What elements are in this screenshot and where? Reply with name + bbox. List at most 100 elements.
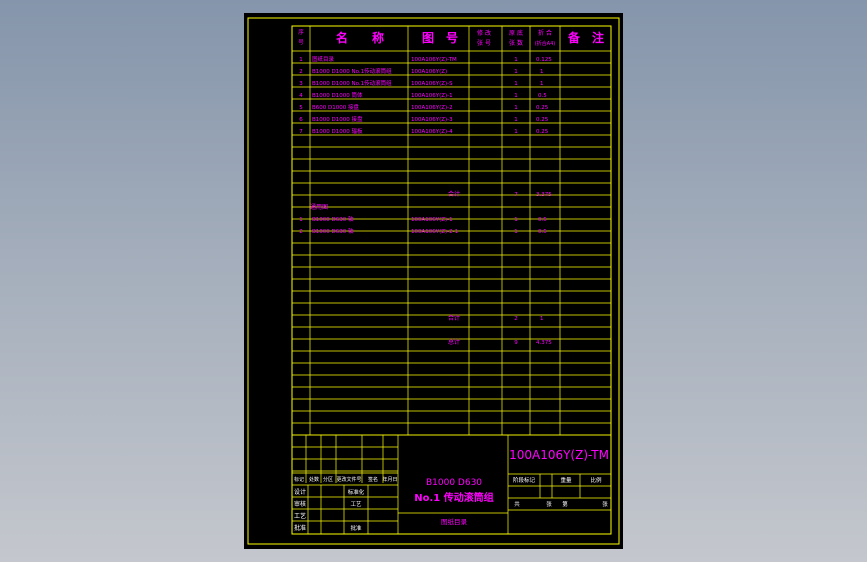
sheet-current-1: 第	[562, 500, 568, 508]
cell-seq: 1	[299, 217, 303, 223]
cell-name: B1000 D630 轴	[312, 227, 354, 235]
table-row: 2 B1000 D630 轴 100A106Y(Z)-2-1 1 0.5	[299, 227, 547, 235]
cell-seq: 4	[299, 93, 303, 99]
table-row: 3 B1000 D1000 No.1传动滚筒组 100A106Y(Z)-S 1 …	[299, 79, 543, 87]
cell-fold: 0.5	[538, 217, 547, 223]
sheet-total-2: 张	[546, 500, 552, 508]
header-edit-2: 张 号	[477, 39, 491, 47]
cell-name: B600 D1000 接盘	[312, 103, 359, 111]
revision-headers: 标记 处数 分区 更改文件号 签名 年月日	[294, 476, 398, 483]
header-drawing-no: 图 号	[422, 30, 458, 45]
table-row: 7 B1000 D1000 辐板 100A106Y(Z)-4 1 0.25	[299, 127, 548, 135]
cell-qty: 1	[514, 105, 518, 111]
cell-drawing-no: 100A106Y(Z)	[411, 69, 447, 75]
sheet-current-2: 张	[602, 500, 608, 508]
label-scale: 比例	[590, 476, 602, 484]
header-fold-2: (折合A4)	[535, 40, 556, 47]
role-approve-right: 批准	[350, 524, 362, 532]
cell-qty: 1	[514, 217, 518, 223]
cell-fold: 1	[540, 69, 544, 75]
rev-doc: 更改文件号	[336, 476, 361, 483]
subtotal-b-row: 合计 2 1	[448, 314, 544, 322]
sheet-total-1: 共	[514, 500, 520, 508]
cell-drawing-no: 100A106Y(Z)-TM	[411, 57, 457, 63]
group-b-title: 通用图	[310, 203, 328, 211]
cell-fold: 0.5	[538, 229, 547, 235]
group-b-rows: 1 B1000 D630 轴 100A106Y(Z)-1 1 0.5 2 B10…	[299, 215, 547, 235]
cell-qty: 1	[514, 229, 518, 235]
subtotal-a-row: 合计 7 3.375	[448, 190, 552, 198]
cell-qty: 1	[514, 129, 518, 135]
total-fold: 4.375	[536, 340, 552, 346]
rev-zone: 分区	[323, 476, 333, 483]
grade-labels: 阶段标记 重量 比例	[513, 476, 602, 484]
cell-seq: 3	[299, 81, 303, 87]
header-seq-2: 号	[298, 39, 304, 46]
role-process-right: 工艺	[350, 501, 362, 508]
title-block: 100A106Y(Z)-TM B1000 D630 No.1 传动滚筒组 图纸目…	[294, 448, 609, 532]
label-weight: 重量	[560, 476, 572, 484]
group-a-rows: 1 图纸目录 100A106Y(Z)-TM 1 0.125 2 B1000 D1…	[299, 55, 552, 135]
header-edit-1: 修 改	[477, 29, 491, 37]
subtotal-qty: 2	[514, 316, 518, 322]
cell-seq: 2	[299, 69, 303, 75]
table-row: 5 B600 D1000 接盘 100A106Y(Z)-2 1 0.25	[299, 103, 548, 111]
subtotal-label: 合计	[448, 314, 460, 322]
cell-name: B1000 D1000 筒体	[312, 91, 363, 99]
header-old-1: 原 底	[509, 29, 523, 37]
cell-seq: 7	[299, 129, 303, 135]
cell-drawing-no: 100A106Y(Z)-S	[411, 81, 453, 87]
drawing-canvas: 序 号 名 称 图 号 修 改 张 号 原 底 张 数 折 合 (折合A4) 备…	[247, 17, 620, 545]
role-approve: 批准	[294, 524, 306, 532]
header-fold-1: 折 合	[538, 29, 552, 37]
total-qty: 9	[514, 340, 518, 346]
cell-qty: 1	[514, 81, 518, 87]
cell-fold: 1	[540, 81, 544, 87]
cell-drawing-no: 100A106Y(Z)-2	[411, 105, 453, 111]
role-labels: 设计 审核 工艺 批准 标准化 工艺 批准	[294, 488, 365, 532]
role-review: 审核	[294, 500, 306, 508]
cell-qty: 1	[514, 93, 518, 99]
title-subtitle: 图纸目录	[441, 517, 468, 526]
cell-name: B1000 D1000 接盘	[312, 115, 363, 123]
role-process: 工艺	[294, 512, 306, 520]
subtotal-fold: 1	[540, 316, 544, 322]
cell-name: B1000 D1000 辐板	[312, 127, 363, 135]
table-row: 2 B1000 D1000 No.1传动滚筒组 100A106Y(Z) 1 1	[299, 67, 543, 75]
header-name: 名 称	[336, 30, 384, 45]
cell-qty: 1	[514, 69, 518, 75]
title-line-2: No.1 传动滚筒组	[414, 491, 493, 504]
total-label: 总计	[448, 338, 460, 346]
subtotal-fold: 3.375	[536, 192, 552, 198]
subtotal-qty: 7	[514, 192, 518, 198]
table-grid	[292, 26, 611, 534]
rev-mark: 标记	[294, 476, 304, 483]
table-row: 6 B1000 D1000 接盘 100A106Y(Z)-3 1 0.25	[299, 115, 548, 123]
drawing-code: 100A106Y(Z)-TM	[509, 448, 609, 462]
header-old-2: 张 数	[509, 39, 523, 47]
total-row: 总计 9 4.375	[448, 338, 552, 346]
drawing-sheet: 序 号 名 称 图 号 修 改 张 号 原 底 张 数 折 合 (折合A4) 备…	[244, 13, 623, 549]
sheet-labels: 共 张 第 张	[514, 500, 608, 508]
subtotal-label: 合计	[448, 190, 460, 198]
title-line-1: B1000 D630	[426, 478, 482, 488]
cell-drawing-no: 100A106Y(Z)-2-1	[411, 229, 458, 235]
cell-drawing-no: 100A106Y(Z)-1	[411, 93, 453, 99]
table-row: 1 图纸目录 100A106Y(Z)-TM 1 0.125	[299, 55, 552, 63]
rev-count: 处数	[309, 476, 319, 483]
header-remark: 备 注	[567, 30, 604, 45]
cell-fold: 0.25	[536, 105, 549, 111]
table-row: 4 B1000 D1000 筒体 100A106Y(Z)-1 1 0.5	[299, 91, 547, 99]
table-header: 序 号 名 称 图 号 修 改 张 号 原 底 张 数 折 合 (折合A4) 备…	[298, 28, 604, 47]
cell-name: B1000 D1000 No.1传动滚筒组	[312, 67, 392, 75]
cell-name: 图纸目录	[312, 55, 335, 63]
rev-sign: 签名	[368, 476, 378, 483]
cell-fold: 0.25	[536, 129, 549, 135]
role-design: 设计	[294, 488, 306, 496]
cell-fold: 0.125	[536, 57, 552, 63]
cell-qty: 1	[514, 117, 518, 123]
cell-seq: 1	[299, 57, 303, 63]
header-seq-1: 序	[298, 28, 304, 36]
label-stage: 阶段标记	[513, 476, 536, 484]
cell-seq: 5	[299, 105, 303, 111]
